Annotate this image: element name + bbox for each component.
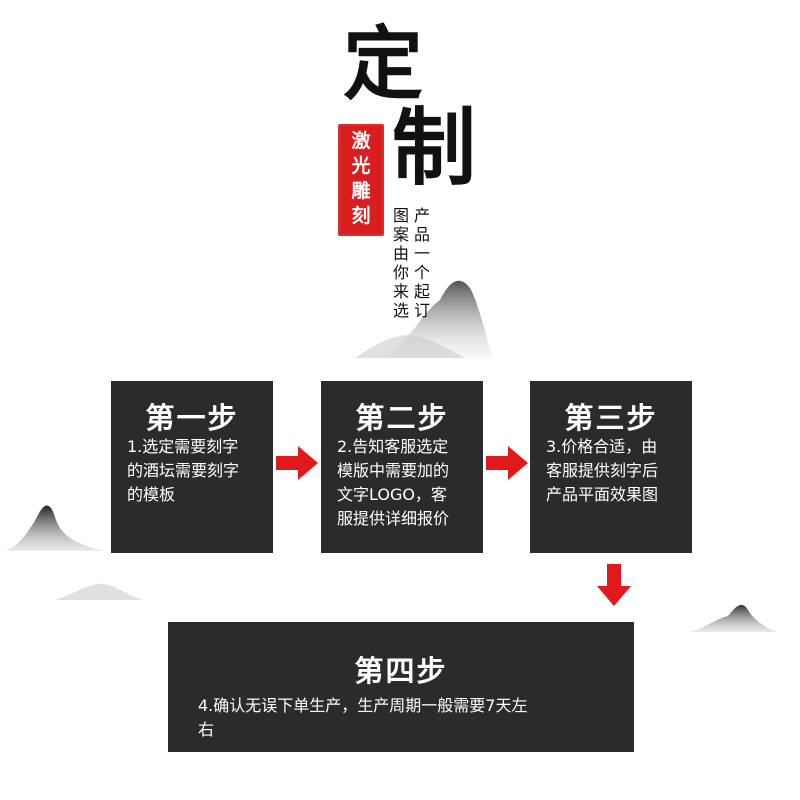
arrow-right-icon <box>276 446 318 480</box>
step-4-title: 第四步 <box>354 654 448 688</box>
step-1-line: 1.选定需要刻字 <box>127 437 239 456</box>
step-3-line: 3.价格合适，由 <box>546 437 658 456</box>
step-2-box: 第二步 2.告知客服选定 模版中需要加的 文字LOGO，客 服提供详细报价 <box>321 381 483 553</box>
seal-char: 雕 <box>351 180 371 202</box>
step-2-line: 模版中需要加的 <box>337 461 450 480</box>
step-1-description: 1.选定需要刻字 的酒坛需要刻字 的模板 <box>127 435 263 507</box>
arrow-down-icon <box>597 564 631 606</box>
tagline-char: 产 <box>413 206 430 225</box>
step-3-box: 第三步 3.价格合适，由 客服提供刻字后 产品平面效果图 <box>530 381 692 553</box>
step-2-description: 2.告知客服选定 模版中需要加的 文字LOGO，客 服提供详细报价 <box>337 435 473 531</box>
step-1-box: 第一步 1.选定需要刻字 的酒坛需要刻字 的模板 <box>111 381 273 553</box>
tagline-char: 品 <box>413 225 430 244</box>
step-3-line: 客服提供刻字后 <box>546 461 659 480</box>
tagline-char: 一 <box>413 244 430 263</box>
tagline-char: 你 <box>392 263 409 282</box>
step-2-line: 服提供详细报价 <box>337 509 450 528</box>
tagline-char: 来 <box>392 282 409 301</box>
step-1-line: 的酒坛需要刻字 <box>127 461 240 480</box>
tagline-char: 图 <box>392 206 409 225</box>
title-char-zhi: 制 <box>392 98 477 197</box>
step-2-line: 2.告知客服选定 <box>337 437 449 456</box>
ink-mountain-left-low <box>55 583 143 600</box>
step-1-title: 第一步 <box>145 401 239 435</box>
title-char-ding: 定 <box>343 17 423 111</box>
step-3-description: 3.价格合适，由 客服提供刻字后 产品平面效果图 <box>546 435 682 507</box>
seal-char: 激 <box>351 130 371 152</box>
tagline-char: 起 <box>413 282 430 301</box>
seal-stamp: 激 光 雕 刻 <box>338 124 384 236</box>
step-1-line: 的模板 <box>127 485 176 504</box>
step-3-line: 产品平面效果图 <box>546 485 659 504</box>
tagline-char: 由 <box>392 244 409 263</box>
ink-mountain-left <box>5 505 105 551</box>
arrow-right-icon <box>486 446 528 480</box>
ink-mountain-top <box>355 280 493 358</box>
step-4-line: 4.确认无误下单生产，生产周期一般需要7天左 <box>198 696 528 715</box>
tagline-column-1: 产 品 一 个 起 订 <box>413 206 431 320</box>
step-4-description: 4.确认无误下单生产，生产周期一般需要7天左 右 <box>198 694 604 742</box>
seal-char: 光 <box>351 155 371 177</box>
step-3-title: 第三步 <box>564 401 658 435</box>
tagline-char: 订 <box>413 301 430 320</box>
ink-mountain-right <box>690 604 778 632</box>
tagline-char: 选 <box>392 301 409 320</box>
step-4-box: 第四步 4.确认无误下单生产，生产周期一般需要7天左 右 <box>168 622 634 752</box>
tagline-column-2: 图 案 由 你 来 选 <box>392 206 410 320</box>
step-4-line: 右 <box>198 720 215 739</box>
tagline-char: 个 <box>413 263 430 282</box>
tagline-char: 案 <box>392 225 409 244</box>
step-2-line: 文字LOGO，客 <box>337 485 447 504</box>
seal-char: 刻 <box>351 205 371 227</box>
step-2-title: 第二步 <box>355 401 449 435</box>
